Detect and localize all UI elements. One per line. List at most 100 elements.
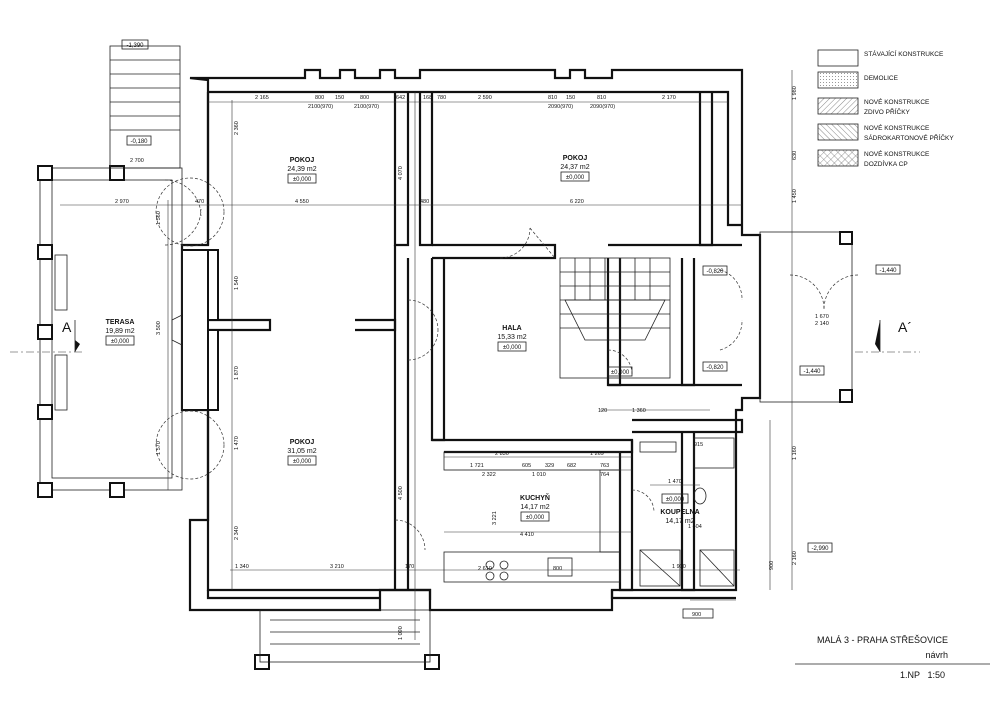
- dim-label: 150: [335, 95, 344, 101]
- room-level: ±0,000: [503, 345, 522, 351]
- level-mark: -1,390: [126, 43, 144, 49]
- dim-label: 1 870: [234, 366, 240, 380]
- dim-label: 1 670: [815, 314, 829, 320]
- dim-label: 2090(970): [548, 104, 573, 110]
- dim-label: 480: [420, 199, 429, 205]
- dim-label: 2 165: [255, 95, 269, 101]
- room-name: POKOJ: [563, 155, 588, 162]
- dim-label: 4 550: [295, 199, 309, 205]
- dim-label: 1 721: [470, 463, 484, 469]
- dim-label: 329: [545, 463, 554, 469]
- dim-label: 2100(970): [308, 104, 333, 110]
- dim-label: 1 269: [590, 451, 604, 457]
- room-name: KOUPELNA: [660, 509, 699, 516]
- legend: STÁVAJÍCÍ KONSTRUKCE DEMOLICE NOVÉ KONST…: [817, 49, 954, 168]
- dim-label: 4 070: [398, 166, 404, 180]
- section-mark-left: A: [62, 319, 72, 335]
- dim-label: 2 830: [495, 451, 509, 457]
- room-level: ±0,000: [293, 177, 312, 183]
- dim-label: 2 160: [792, 551, 798, 565]
- level-mark: -1,440: [879, 268, 897, 274]
- dim-label: 642: [396, 95, 405, 101]
- dim-label: 1 450: [792, 189, 798, 203]
- legend-item-label: NOVÉ KONSTRUKCE: [864, 149, 930, 158]
- dim-label: 470: [195, 199, 204, 205]
- room-level: ±0,000: [111, 339, 130, 345]
- building-walls: [180, 68, 762, 612]
- room-level: ±0,000: [526, 515, 545, 521]
- dim-label: 2 340: [234, 526, 240, 540]
- dim-label: 2 322: [482, 472, 496, 478]
- dim-label: 605: [522, 463, 531, 469]
- dim-label: 120: [598, 408, 607, 414]
- dimension-lines: [60, 70, 793, 640]
- dim-label: 170: [405, 564, 414, 570]
- project-stage: návrh: [925, 650, 948, 660]
- dim-label: 2 610: [478, 566, 492, 572]
- dim-label: 1 980: [792, 86, 798, 100]
- dim-label: 168: [423, 95, 432, 101]
- dim-label: 2090(970): [590, 104, 615, 110]
- room-area: 15,33 m2: [497, 334, 526, 341]
- room-area: 19,89 m2: [105, 328, 134, 335]
- sheet-scale: 1:50: [927, 670, 945, 680]
- room-kuchyn: KUCHYŇ 14,17 m2 ±0,000: [520, 493, 550, 522]
- dim-label: 764: [600, 472, 609, 478]
- room-name: HALA: [502, 325, 521, 332]
- dim-label: 2 360: [234, 121, 240, 135]
- dim-label: 4 500: [398, 486, 404, 500]
- dim-label: 1 360: [632, 408, 646, 414]
- dimension-labels: 2 165 800 150 800 642 2100(970) 2100(970…: [115, 86, 829, 640]
- project-title: MALÁ 3 - PRAHA STŘEŠOVICE: [817, 635, 948, 645]
- room-pokoj-2: POKOJ 24,37 m2 ±0,000: [560, 155, 590, 182]
- dim-label: 3 221: [492, 511, 498, 525]
- room-level: ±0,000: [666, 497, 685, 503]
- legend-item-label: NOVÉ KONSTRUKCE: [864, 97, 930, 106]
- dim-label: 780: [437, 95, 446, 101]
- level-mark: -2,990: [811, 546, 829, 552]
- dim-label: 2 170: [662, 95, 676, 101]
- dim-label: 1 540: [234, 276, 240, 290]
- dim-label: 2 700: [130, 158, 144, 164]
- room-area: 24,37 m2: [560, 164, 589, 171]
- legend-item-label: ZDIVO PŘÍČKY: [864, 107, 911, 116]
- section-line: A A´: [10, 319, 920, 353]
- legend-item-label: DEMOLICE: [864, 75, 899, 82]
- level-marks: -1,390 -0,180 -0,820 -0,820 -1,440 -1,44…: [121, 39, 901, 553]
- room-pokoj-3: POKOJ 31,05 m2 ±0,000: [287, 439, 317, 466]
- legend-item-label: DOZDÍVKA CP: [864, 159, 908, 168]
- dim-label: 1 560: [156, 211, 162, 225]
- dim-label: 2 970: [115, 199, 129, 205]
- dim-label: 3 500: [156, 321, 162, 335]
- staircase: [559, 257, 671, 379]
- dim-label: 900: [769, 561, 775, 570]
- room-koupelna: KOUPELNA 14,17 m2 ±0,000: [660, 493, 700, 525]
- section-mark-right: A´: [898, 319, 912, 335]
- dim-label: 150: [566, 95, 575, 101]
- room-area: 24,39 m2: [287, 166, 316, 173]
- room-pokoj-1: POKOJ 24,39 m2 ±0,000: [287, 157, 317, 184]
- dim-label: 1 404: [688, 524, 702, 530]
- dim-label: 915: [694, 442, 703, 448]
- room-terasa: TERASA 19,89 m2 ±0,000: [105, 319, 135, 346]
- door-swings: [155, 177, 859, 551]
- dim-label: 4 410: [520, 532, 534, 538]
- dim-label: 800: [360, 95, 369, 101]
- dim-label: 810: [597, 95, 606, 101]
- dim-label: 800: [315, 95, 324, 101]
- dim-label: 1 090: [398, 626, 404, 640]
- terrace: [37, 45, 853, 670]
- sheet-name: 1.NP: [900, 670, 920, 680]
- dim-label: 1 570: [156, 441, 162, 455]
- dim-label: 1 340: [235, 564, 249, 570]
- dim-label: 900: [692, 612, 701, 618]
- level-mark: ±0,000: [611, 370, 630, 376]
- dim-label: 763: [600, 463, 609, 469]
- room-name: POKOJ: [290, 439, 315, 446]
- title-block: MALÁ 3 - PRAHA STŘEŠOVICE návrh 1.NP 1:5…: [795, 635, 990, 680]
- room-name: POKOJ: [290, 157, 315, 164]
- room-area: 14,17 m2: [665, 518, 694, 525]
- room-name: KUCHYŇ: [520, 493, 550, 502]
- legend-item-label: STÁVAJÍCÍ KONSTRUKCE: [864, 49, 944, 58]
